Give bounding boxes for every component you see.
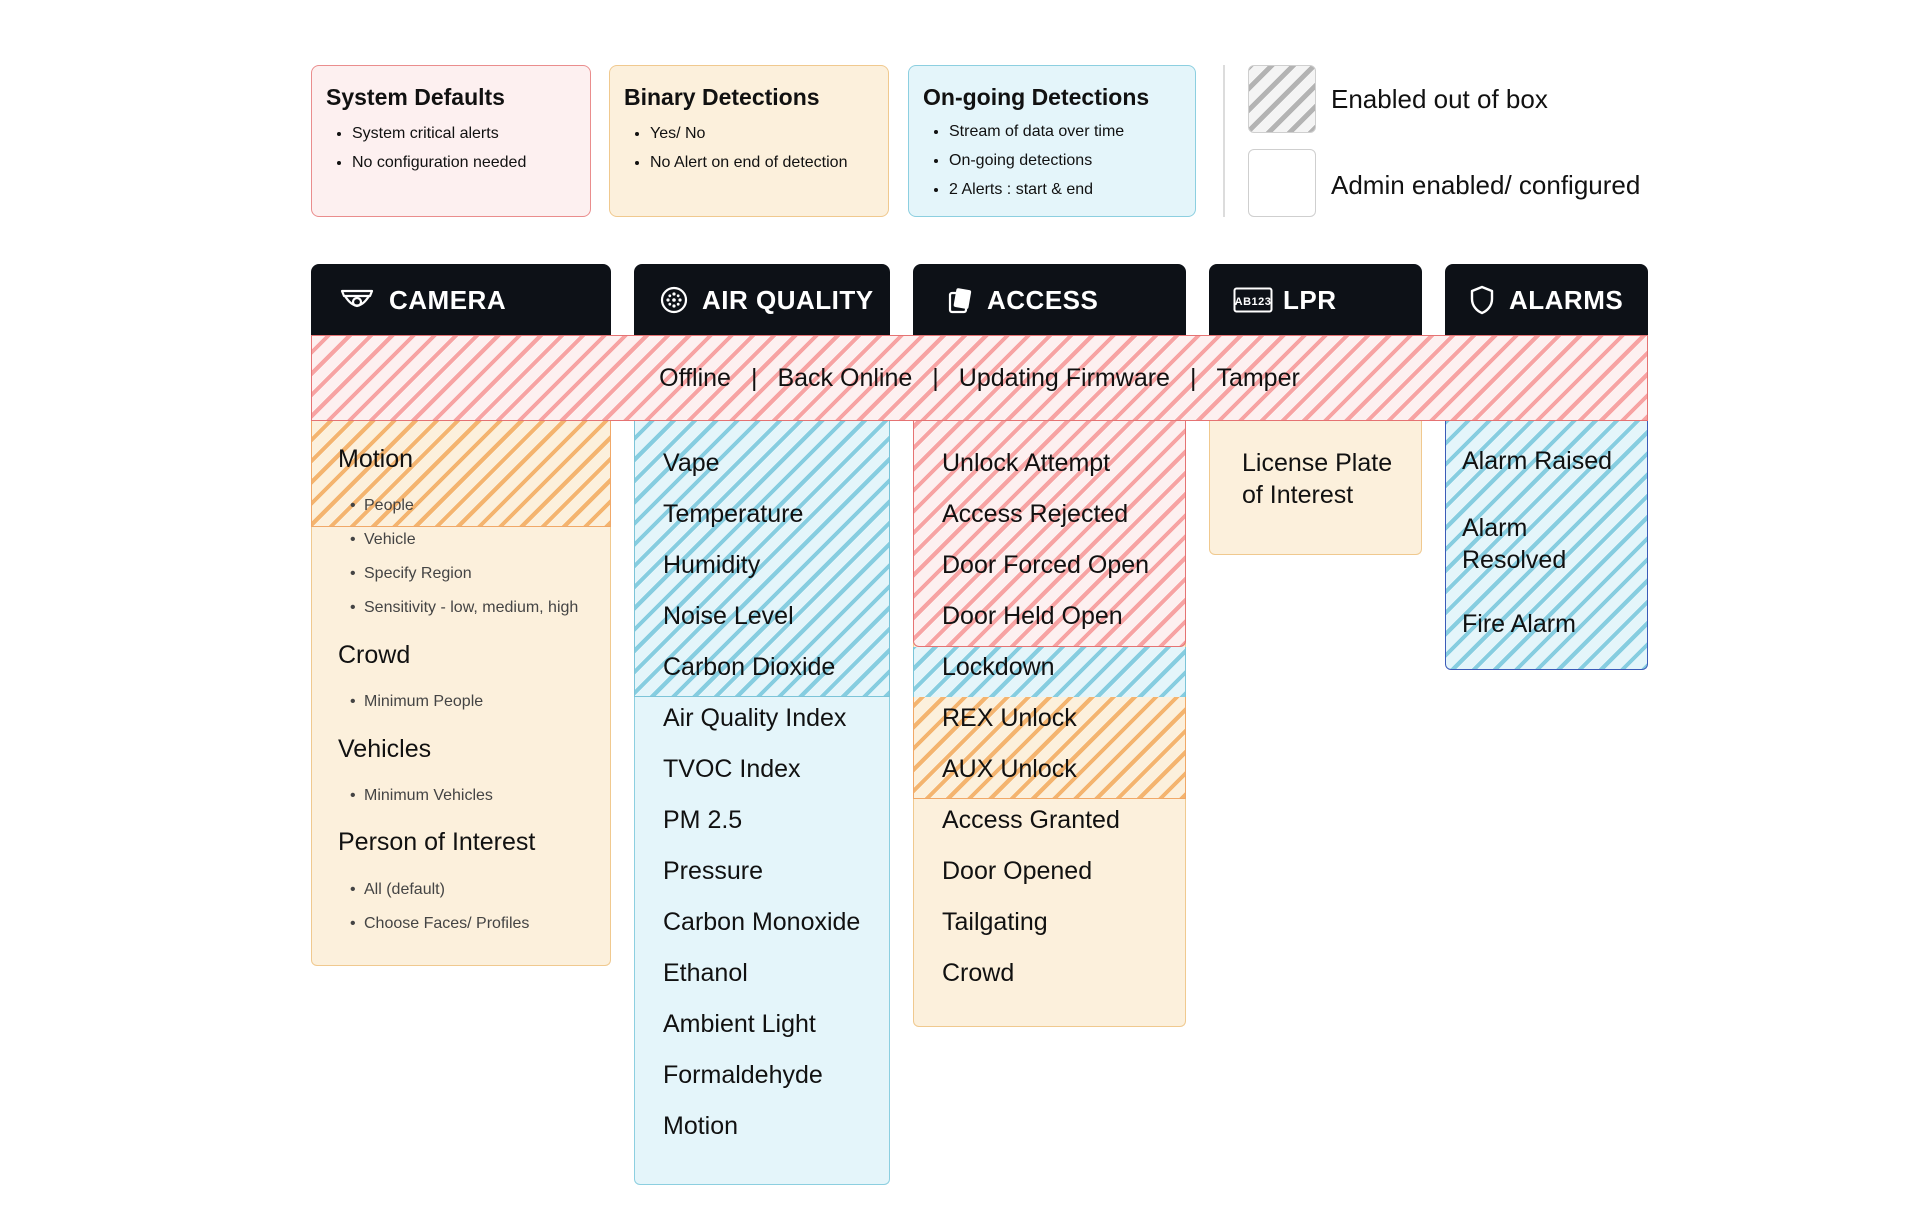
air-quality-item: Vape	[663, 449, 720, 477]
air-quality-item: PM 2.5	[663, 806, 743, 834]
band-separator: |	[1189, 363, 1197, 392]
header-label: ACCESS	[987, 284, 1099, 315]
air-quality-item: Carbon Monoxide	[663, 908, 861, 936]
camera-motion-sub: Sensitivity - low, medium, high	[350, 599, 578, 617]
legend-title: Binary Detections	[624, 84, 820, 110]
access-item: Access Rejected	[942, 500, 1129, 528]
alarms-column: Alarm Raised Alarm Resolved Fire Alarm	[1445, 421, 1648, 670]
camera-poi-sub: All (default)	[350, 881, 445, 899]
camera-vehicles: Vehicles	[338, 735, 432, 763]
header-air-quality: AIR QUALITY	[634, 264, 890, 336]
camera-motion-sub: People	[350, 497, 414, 515]
band-item-back-online: Back Online	[777, 363, 913, 392]
access-item: Unlock Attempt	[942, 449, 1111, 477]
key-label-enabled: Enabled out of box	[1331, 84, 1548, 114]
camera-motion-enabled-area	[310, 421, 611, 527]
header-lpr: AB123 LPR	[1209, 264, 1422, 336]
air-quality-item: Ethanol	[663, 959, 748, 987]
camera-icon	[340, 289, 374, 308]
access-item: REX Unlock	[942, 704, 1077, 732]
camera-person-of-interest: Person of Interest	[338, 828, 536, 856]
air-quality-item: Air Quality Index	[663, 704, 847, 732]
legend-system-defaults: System Defaults System critical alerts N…	[311, 65, 591, 217]
lpr-column: License Plate of Interest	[1209, 421, 1422, 555]
alarms-item: Fire Alarm	[1462, 610, 1576, 638]
legend-item: No configuration needed	[352, 148, 576, 177]
legend-item: Yes/ No	[650, 119, 874, 148]
key-swatch-admin	[1248, 149, 1316, 217]
header-access: ACCESS	[913, 264, 1186, 336]
shield-icon	[1470, 285, 1494, 315]
air-quality-item: Ambient Light	[663, 1010, 816, 1038]
air-quality-item: Temperature	[663, 500, 804, 528]
camera-motion: Motion	[338, 445, 414, 473]
header-label: LPR	[1283, 284, 1337, 315]
access-item: Crowd	[942, 959, 1015, 987]
legend-divider	[1223, 65, 1225, 217]
air-quality-item: Formaldehyde	[663, 1061, 823, 1089]
header-label: CAMERA	[389, 284, 507, 315]
key-label-admin: Admin enabled/ configured	[1331, 170, 1641, 200]
alarms-item: Alarm Resolved	[1462, 514, 1567, 574]
band-separator: |	[932, 363, 939, 392]
air-quality-enabled-area	[633, 421, 890, 697]
legend-ongoing-detections: On-going Detections Stream of data over …	[908, 65, 1196, 217]
header-label: AIR QUALITY	[702, 284, 874, 315]
access-item: Door Opened	[942, 857, 1093, 885]
access-binary-enabled-area	[912, 697, 1186, 799]
air-quality-icon	[660, 286, 688, 314]
band-separator: |	[750, 363, 758, 392]
camera-crowd: Crowd	[338, 641, 411, 669]
header-label: ALARMS	[1509, 284, 1624, 315]
air-quality-item: Pressure	[663, 857, 764, 885]
legend-item: 2 Alerts : start & end	[949, 175, 1181, 204]
key-swatch-enabled	[1248, 65, 1316, 133]
access-ongoing-area	[912, 647, 1186, 697]
license-plate-icon: AB123	[1233, 287, 1273, 313]
camera-motion-sub: Specify Region	[350, 565, 472, 583]
air-quality-item: Motion	[663, 1112, 739, 1140]
camera-column: Motion People Vehicle Specify Region Sen…	[310, 421, 611, 966]
access-item: Access Granted	[942, 806, 1120, 834]
air-quality-column: Vape Temperature Humidity Noise Level Ca…	[633, 421, 890, 1185]
license-plate-icon-text: AB123	[1235, 296, 1272, 308]
header-camera: CAMERA	[311, 264, 611, 336]
camera-vehicles-sub: Minimum Vehicles	[350, 787, 493, 805]
access-item: Lockdown	[942, 653, 1055, 681]
legend-item: No Alert on end of detection	[650, 148, 874, 177]
access-card-icon	[948, 288, 972, 314]
camera-crowd-sub: Minimum People	[350, 693, 483, 711]
legend-item: On-going detections	[949, 146, 1181, 175]
header-alarms: ALARMS	[1445, 264, 1648, 336]
alarms-item: Alarm Raised	[1462, 447, 1613, 475]
air-quality-item: Noise Level	[663, 602, 794, 630]
legend-item: System critical alerts	[352, 119, 576, 148]
air-quality-item: Humidity	[663, 551, 761, 579]
air-quality-item: TVOC Index	[663, 755, 801, 783]
band-item-offline: Offline	[659, 363, 731, 392]
access-item: Tailgating	[942, 908, 1048, 936]
access-system-area	[912, 421, 1186, 647]
legend-binary-detections: Binary Detections Yes/ No No Alert on en…	[609, 65, 889, 217]
access-column: Unlock Attempt Access Rejected Door Forc…	[912, 421, 1186, 1027]
access-item: Door Forced Open	[942, 551, 1150, 579]
legend-title: On-going Detections	[923, 84, 1150, 110]
camera-poi-sub: Choose Faces/ Profiles	[350, 915, 529, 933]
lpr-item: License Plate of Interest	[1242, 449, 1393, 509]
access-item: AUX Unlock	[942, 755, 1077, 783]
air-quality-item: Carbon Dioxide	[663, 653, 836, 681]
legend-title: System Defaults	[326, 84, 505, 110]
band-item-tamper: Tamper	[1216, 363, 1300, 392]
access-item: Door Held Open	[942, 602, 1123, 630]
legend-item: Stream of data over time	[949, 117, 1181, 146]
band-item-updating-firmware: Updating Firmware	[958, 363, 1170, 392]
camera-motion-sub: Vehicle	[350, 531, 415, 549]
system-defaults-band: Offline | Back Online | Updating Firmwar…	[311, 335, 1648, 421]
